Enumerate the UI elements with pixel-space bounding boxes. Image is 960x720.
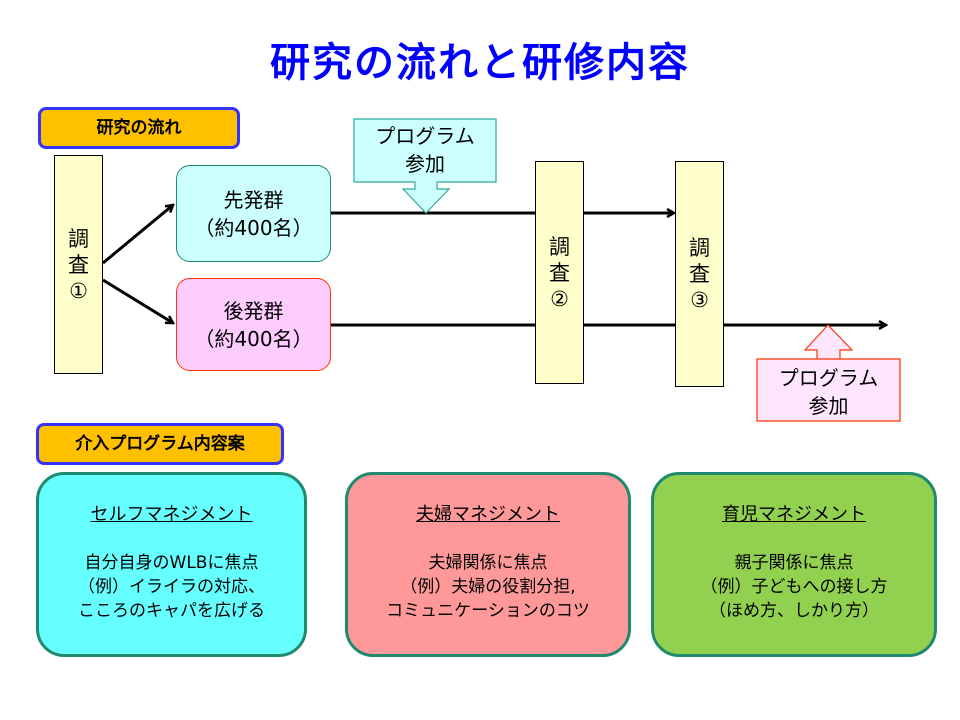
card-self-management: セルフマネジメント 自分自身のWLBに焦点 （例）イライラの対応、 こころのキャ… (36, 472, 307, 657)
survey-1-char-1: 調 (68, 226, 89, 251)
card-self-line-3: こころのキャパを広げる (78, 601, 265, 621)
branch-arrow-late (102, 278, 173, 323)
program-section-label: 介入プログラム内容案 (36, 423, 284, 465)
early-group-name: 先発群 (223, 187, 284, 212)
late-group-name: 後発群 (223, 298, 284, 323)
callout-early-text: プログラム 参加 (354, 122, 496, 178)
card-couple-line-1: 夫婦関係に焦点 (428, 553, 548, 573)
callout-late-line1: プログラム (778, 366, 879, 390)
survey-3-bar: 調 査 ③ (675, 161, 724, 387)
early-group-count: （約400名） (194, 215, 313, 240)
survey-2-number: ② (550, 286, 569, 311)
card-parenting-line-2: （例）子どもへの接し方 (700, 577, 888, 597)
early-group-box: 先発群 （約400名） (176, 165, 331, 262)
card-self-title: セルフマネジメント (90, 504, 253, 525)
callout-early-line2: 参加 (405, 152, 445, 176)
callout-late-shape (756, 324, 901, 422)
card-couple-line-3: コミュニケーションのコツ (386, 601, 590, 621)
card-couple-management: 夫婦マネジメント 夫婦関係に焦点 （例）夫婦の役割分担, コミュニケーションのコ… (345, 472, 631, 657)
card-parenting-management: 育児マネジメント 親子関係に焦点 （例）子どもへの接し方 （ほめ方、しかり方） (651, 472, 937, 657)
flow-section-label: 研究の流れ (38, 107, 240, 149)
survey-1-number: ① (69, 278, 88, 303)
late-group-box: 後発群 （約400名） (176, 278, 331, 371)
survey-3-char-2: 査 (689, 262, 710, 286)
card-parenting-line-1: 親子関係に焦点 (734, 553, 854, 573)
survey-1-bar: 調 査 ① (54, 155, 103, 374)
callout-early-shape (353, 118, 497, 214)
callout-late-text: プログラム 参加 (757, 364, 900, 420)
callout-late-line2: 参加 (808, 394, 849, 418)
survey-1-char-2: 査 (68, 252, 89, 277)
late-group-count: （約400名） (194, 326, 313, 351)
callout-early-line1: プログラム (375, 124, 475, 148)
survey-2-char-2: 査 (549, 260, 570, 285)
survey-3-char-1: 調 (689, 236, 710, 260)
survey-2-char-1: 調 (549, 234, 570, 259)
card-parenting-line-3: （ほめ方、しかり方） (709, 601, 879, 621)
card-self-line-2: （例）イライラの対応、 (78, 577, 265, 597)
page-title: 研究の流れと研修内容 (270, 40, 690, 86)
card-couple-title: 夫婦マネジメント (416, 504, 560, 525)
survey-3-number: ③ (690, 288, 709, 312)
card-couple-line-2: （例）夫婦の役割分担, (400, 577, 576, 597)
card-parenting-title: 育児マネジメント (722, 504, 866, 525)
survey-2-bar: 調 査 ② (535, 161, 584, 384)
card-self-line-1: 自分自身のWLBに焦点 (84, 553, 259, 573)
branch-arrow-early (102, 205, 173, 265)
